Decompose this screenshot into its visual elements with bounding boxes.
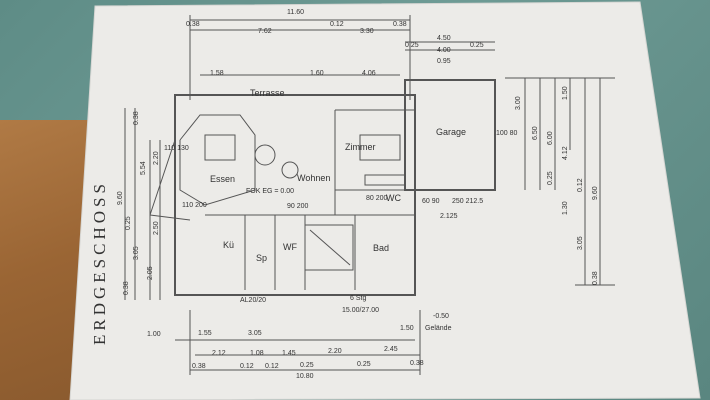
dim-bottom-o: 1.00 — [147, 331, 161, 338]
dim-bottom-j: 0.12 — [240, 363, 254, 370]
dim-bottom-d: 2.12 — [212, 350, 226, 357]
stairs-label: 6 Stg — [350, 295, 366, 302]
dim-top-c: 0.12 — [330, 21, 344, 28]
dim-right-g: 3.05 — [577, 236, 584, 250]
dim-right-k: 0.12 — [577, 178, 584, 192]
dim-bottom-e: 1.08 — [250, 350, 264, 357]
opening-label: 110 200 — [182, 202, 207, 209]
dim-top-total: 11.60 — [287, 9, 304, 16]
dim-top-d: 3.30 — [360, 28, 374, 35]
dim-top-h: 4.00 — [437, 47, 451, 54]
room-label-wf: WF — [283, 242, 297, 252]
al-label: AL20/20 — [240, 297, 266, 304]
room-label-wohnen: Wohnen — [297, 173, 330, 183]
dim-top-i: 0.25 — [470, 42, 484, 49]
dim-left-f: 0.38 — [123, 281, 130, 295]
dim-right-f: 9.60 — [592, 186, 599, 200]
dim-bottom-m: 0.25 — [357, 361, 371, 368]
opening-label: 110 130 — [164, 145, 189, 152]
dim-left-b: 2.20 — [153, 151, 160, 165]
room-label-kue: Kü — [223, 240, 234, 250]
dim-right-d: 1.50 — [562, 86, 569, 100]
opening-label: 60 90 — [422, 198, 440, 205]
dim-bottom-n: 0.38 — [410, 360, 424, 367]
room-label-sp: Sp — [256, 253, 267, 263]
room-label-terrasse: Terrasse — [250, 88, 285, 98]
dim-top-b: 7.62 — [258, 28, 272, 35]
dim-bottom-g: 2.20 — [328, 348, 342, 355]
opening-label: 2.125 — [440, 213, 458, 220]
dim-top-e: 0.38 — [393, 21, 407, 28]
dim-top-k: 1.58 — [210, 70, 224, 77]
dim-right-h: 0.25 — [547, 171, 554, 185]
room-label-wc: WC — [386, 193, 401, 203]
opening-label: 100 80 — [496, 130, 518, 137]
dim-right-j: 0.38 — [592, 271, 599, 285]
dim-top-l: 1.60 — [310, 70, 324, 77]
dim-bottom-p: -0.50 — [433, 313, 449, 320]
dim-bottom-h: 2.45 — [384, 346, 398, 353]
terrain-label: Gelände — [425, 325, 452, 332]
dim-left-e: 2.05 — [147, 266, 154, 280]
opening-label: 250 212.5 — [452, 198, 483, 205]
dim-top-j: 0.95 — [437, 58, 451, 65]
dim-bottom-b: 3.05 — [248, 330, 262, 337]
paper-sheet — [69, 1, 701, 400]
dim-right-b: 6.50 — [532, 126, 539, 140]
dim-left-a: 5.54 — [140, 161, 147, 175]
dim-right-a: 3.00 — [515, 96, 522, 110]
dim-bottom-c: 1.50 — [400, 325, 414, 332]
dim-right-c: 6.00 — [547, 131, 554, 145]
dim-top-a: 0.38 — [186, 21, 200, 28]
room-label-zimmer: Zimmer — [345, 142, 376, 152]
room-label-garage: Garage — [436, 127, 466, 137]
plan-walls — [124, 15, 615, 375]
stairs-dims-label: 15.00/27.00 — [342, 307, 379, 314]
dim-top-g: 0.25 — [405, 42, 419, 49]
opening-label: 80 200 — [366, 195, 388, 202]
dim-bottom-l: 0.25 — [300, 362, 314, 369]
dim-right-e: 4.12 — [562, 146, 569, 160]
dim-top-f: 4.50 — [437, 35, 451, 42]
dim-right-i: 1.30 — [562, 201, 569, 215]
dim-left-h: 0.25 — [125, 216, 132, 230]
dim-bottom-a: 1.55 — [198, 330, 212, 337]
dim-left-d: 3.05 — [133, 246, 140, 260]
floor-level-label: FOK EG = 0.00 — [246, 188, 294, 195]
dim-bottom-i: 0.38 — [192, 363, 206, 370]
room-label-essen: Essen — [210, 174, 235, 184]
dim-left-g: 0.38 — [133, 111, 140, 125]
room-label-bad: Bad — [373, 243, 389, 253]
sheet-title: ERDGESCHOSS — [90, 180, 109, 345]
dim-left-total: 9.60 — [117, 191, 124, 205]
dim-bottom-total: 10.80 — [296, 373, 314, 380]
dim-bottom-k: 0.12 — [265, 363, 279, 370]
dim-top-m: 4.06 — [362, 70, 376, 77]
dim-left-c: 2.50 — [153, 221, 160, 235]
dim-bottom-f: 1.45 — [282, 350, 296, 357]
opening-label: 90 200 — [287, 203, 309, 210]
